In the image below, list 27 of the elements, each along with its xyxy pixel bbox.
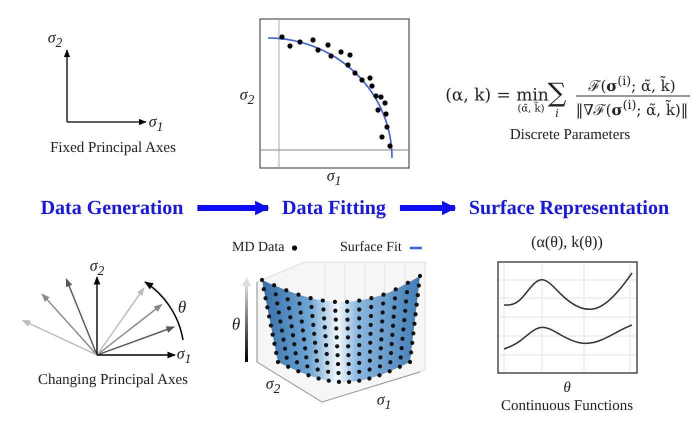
formula-subscript: i bbox=[555, 108, 559, 120]
panel-caption: Changing Principal Axes bbox=[38, 372, 188, 388]
panel-caption: Fixed Principal Axes bbox=[50, 140, 176, 156]
sum-symbol: ∑ bbox=[548, 80, 566, 108]
axis-label: σ$_{1}$ bbox=[376, 392, 392, 412]
legend-label: MD Data bbox=[232, 240, 284, 256]
panel-caption: Discrete Parameters bbox=[510, 126, 630, 144]
formula-denominator: ‖∇ℱ(σ$^{(i)}$; α̃, k̃)‖ bbox=[576, 98, 688, 118]
axis-label: σ$_{2}$ bbox=[266, 376, 280, 396]
axis-label: σ$_{1}$ bbox=[176, 346, 192, 366]
axis-label: σ$_{2}$ bbox=[90, 258, 104, 278]
stage-heading: Surface Representation bbox=[468, 196, 670, 220]
function-label: (α(θ), k(θ)) bbox=[531, 234, 603, 252]
stage-heading: Data Fitting bbox=[282, 196, 386, 220]
axis-label: θ bbox=[563, 380, 571, 396]
axis-label: σ$_{2}$ bbox=[240, 86, 254, 108]
formula-numerator: ℱ(σ$^{(i)}$; α̃, k̃) bbox=[588, 74, 676, 94]
axis-label: θ bbox=[232, 316, 240, 334]
arrow bbox=[197, 200, 270, 216]
angle-label: θ bbox=[178, 298, 186, 318]
axis-label: σ$_{1}$ bbox=[326, 168, 342, 188]
panel-caption: Continuous Functions bbox=[500, 398, 634, 414]
axis-label: σ$_{2}$ bbox=[48, 30, 62, 50]
arrow bbox=[400, 200, 456, 216]
stage-heading: Data Generation bbox=[40, 196, 184, 220]
legend-label: Surface Fit bbox=[340, 240, 402, 256]
axis-label: σ$_{1}$ bbox=[148, 114, 164, 134]
